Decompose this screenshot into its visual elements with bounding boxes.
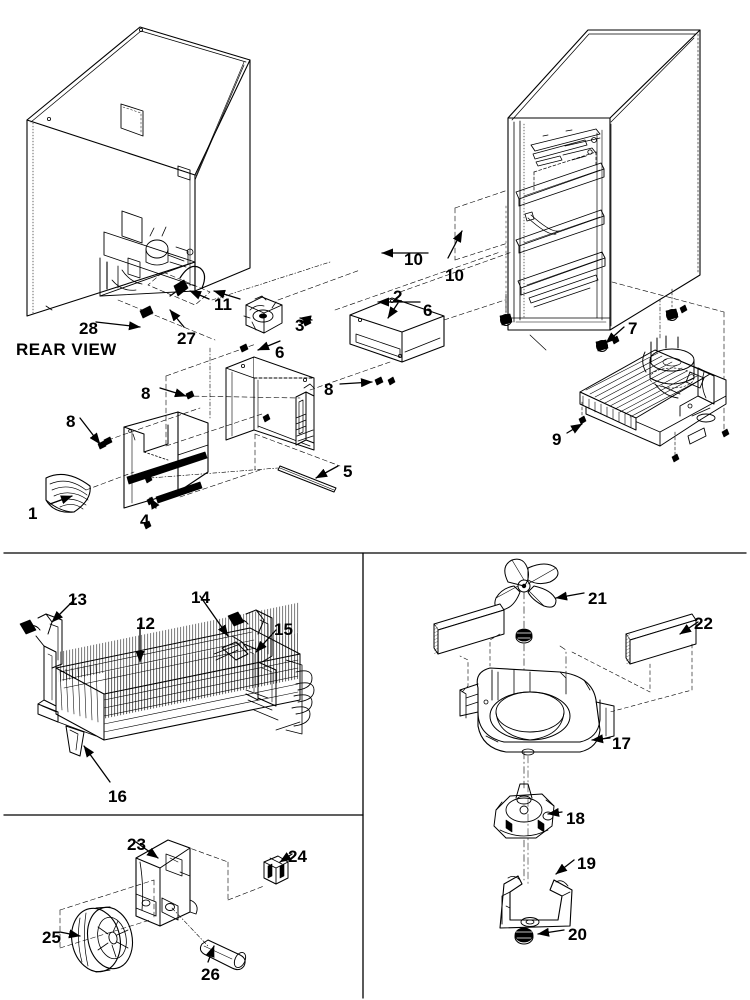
part-21-fan-blade: [494, 558, 559, 611]
roller-assembly: [59, 839, 289, 973]
part-22-foam-gasket-left: [433, 603, 505, 655]
callout-3-fan-motor-assembly: 3: [295, 316, 305, 335]
callout-17-fan-shroud: 17: [612, 734, 631, 753]
callout-20-motor-nut: 20: [568, 925, 587, 944]
condenser-compressor-assembly: [578, 304, 730, 463]
callout-7-roller-caster: 7: [628, 319, 638, 338]
callout-25-roller-wheel: 25: [42, 928, 61, 947]
part-3-fan-motor: [243, 295, 283, 334]
compressor: [642, 335, 705, 399]
callout-10-shelf-upper: 10: [404, 250, 423, 269]
condenser-fan-assembly: [433, 558, 697, 945]
panel-dividers: [3, 552, 747, 999]
coil-return-bends: [275, 659, 315, 735]
part-14-15-heater: [213, 609, 279, 721]
callout-26-roller-axle: 26: [201, 965, 220, 984]
cabinet-interior-view: [334, 29, 725, 431]
part-18-fan-motor: [493, 783, 555, 839]
evaporator-assembly: [19, 602, 315, 757]
callout-14-defrost-heater-clip: 14: [191, 588, 210, 607]
part-17-fan-shroud: [459, 667, 615, 756]
callout-2-bracket: 2: [393, 287, 403, 306]
callout-8-screw-left: 8: [141, 384, 151, 403]
callout-13-defrost-thermostat: 13: [68, 590, 87, 609]
callout-9-screw-condenser: 9: [552, 430, 562, 449]
callout-5-drain-tube: 5: [343, 462, 353, 481]
callout-19-motor-bracket: 19: [577, 854, 596, 873]
callout-leaders: [49, 230, 699, 963]
callout-27-drain-hose-clamp: 27: [177, 329, 196, 348]
light-channel: [295, 383, 315, 446]
callout-11-drain-hose: 11: [214, 295, 232, 314]
part-16-drain-trough: [57, 721, 97, 757]
drain-hose-and-cord-parts: [117, 265, 216, 341]
callout-4-trim-strip: 4: [140, 511, 150, 530]
roller-part-7: [595, 339, 609, 352]
part-5-rod: [277, 465, 337, 493]
callout-18-fan-motor: 18: [566, 809, 585, 828]
rear-view-label: REAR VIEW: [16, 340, 117, 359]
inner-back-panel: [225, 356, 315, 451]
part-19-motor-bracket: [499, 875, 573, 929]
callout-23-roller-bracket: 23: [127, 835, 146, 854]
part-2-bracket: [349, 297, 445, 363]
callout-6-screw-upper: 6: [275, 343, 285, 362]
callout-8-screw-lower-left: 8: [66, 412, 76, 431]
mid-exploded-parts: [45, 205, 547, 530]
callout-6-screw-cabinet: 6: [423, 301, 433, 320]
part-25-wheel: [71, 906, 134, 973]
cabinet-roller-left: [499, 313, 513, 326]
callout-22-foam-gasket: 22: [694, 614, 713, 633]
callout-28-power-cord: 28: [79, 319, 98, 338]
cabinet-rear-view: [26, 26, 251, 317]
callout-15-defrost-heater: 15: [274, 620, 293, 639]
callout-16-drain-trough: 16: [108, 787, 127, 806]
callout-21-fan-blade: 21: [588, 589, 607, 608]
callout-8-screw-right: 8: [324, 380, 334, 399]
callout-12-evaporator-coil: 12: [136, 614, 155, 633]
part-24-clip: [263, 855, 289, 885]
part-20-nut: [514, 927, 534, 945]
fan-retaining-nut: [515, 628, 533, 644]
callout-10-shelf-lower: 10: [445, 266, 464, 285]
callout-24-roller-clip: 24: [288, 847, 307, 866]
front-liner-panel: [123, 411, 209, 509]
part-22-foam-gasket-right: [625, 613, 697, 665]
cabinet-roller-right: [665, 308, 679, 321]
part-1-grille: [45, 473, 91, 513]
part-13-thermostat: [19, 613, 63, 723]
callout-1-kickplate-grille: 1: [28, 504, 38, 523]
